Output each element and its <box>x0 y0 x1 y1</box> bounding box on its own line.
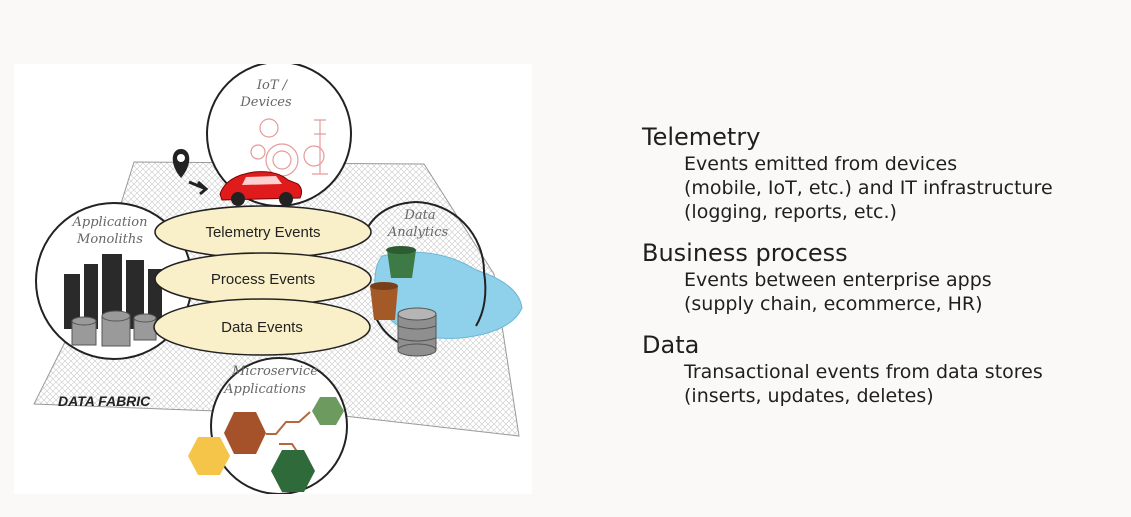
micro-label-line1: Microservice <box>231 364 318 379</box>
hexagon-yellow-icon <box>188 437 230 475</box>
database-cylinder-icon <box>397 307 437 357</box>
data-section: Data Transactional events from data stor… <box>642 330 1112 408</box>
data-line-2: (inserts, updates, deletes) <box>684 385 934 407</box>
telemetry-line-2: (mobile, IoT, etc.) and IT infrastructur… <box>684 177 1053 199</box>
location-pin-icon <box>172 149 209 196</box>
data-title: Data <box>642 331 700 359</box>
business-process-title: Business process <box>642 239 848 267</box>
telemetry-section: Telemetry Events emitted from devices (m… <box>642 122 1112 224</box>
analytics-label-line2: Analytics <box>387 225 449 240</box>
event-types-list: Telemetry Events emitted from devices (m… <box>642 122 1112 422</box>
business-process-section: Business process Events between enterpri… <box>642 238 1112 316</box>
data-description: Transactional events from data stores (i… <box>684 360 1112 408</box>
business-process-line-1: Events between enterprise apps <box>684 269 992 291</box>
telemetry-events-pill: Telemetry Events <box>154 205 372 259</box>
telemetry-title: Telemetry <box>642 123 761 151</box>
application-monoliths-bubble: Application Monoliths <box>35 202 193 360</box>
data-events-label: Data Events <box>221 319 303 336</box>
hexagon-dark-green-icon <box>271 450 315 492</box>
data-fabric-label: DATA FABRIC <box>58 393 151 409</box>
telemetry-events-label: Telemetry Events <box>205 224 320 241</box>
data-line-1: Transactional events from data stores <box>684 361 1043 383</box>
hexagon-light-green-icon <box>312 397 344 425</box>
bucket-brown-icon <box>370 282 398 320</box>
app-label-line1: Application <box>72 215 148 230</box>
database-cylinders-icon <box>71 310 157 347</box>
data-analytics-bubble: Data Analytics <box>361 201 523 357</box>
telemetry-description: Events emitted from devices (mobile, IoT… <box>684 152 1112 224</box>
app-label-line2: Monoliths <box>76 232 143 247</box>
business-process-line-2: (supply chain, ecommerce, HR) <box>684 293 983 315</box>
process-events-pill: Process Events <box>154 252 372 306</box>
analytics-label-line1: Data <box>403 208 435 223</box>
micro-label-line2: Applications <box>223 382 306 397</box>
telemetry-line-1: Events emitted from devices <box>684 153 958 175</box>
car-icon <box>219 171 303 206</box>
process-events-label: Process Events <box>211 271 315 288</box>
monolith-towers-icon <box>64 254 162 329</box>
microservice-applications-bubble: Microservice Applications <box>188 357 348 494</box>
bucket-green-icon <box>386 246 416 278</box>
telemetry-line-3: (logging, reports, etc.) <box>684 201 897 223</box>
data-events-pill: Data Events <box>153 298 371 356</box>
iot-label-line1: IoT / <box>256 78 289 93</box>
data-fabric-diagram: DATA FABRIC IoT / Devices <box>14 64 532 494</box>
iot-label-line2: Devices <box>239 95 292 110</box>
hexagon-brown-icon <box>224 412 266 454</box>
diagram-svg: DATA FABRIC IoT / Devices <box>33 64 523 494</box>
business-process-description: Events between enterprise apps (supply c… <box>684 268 1112 316</box>
